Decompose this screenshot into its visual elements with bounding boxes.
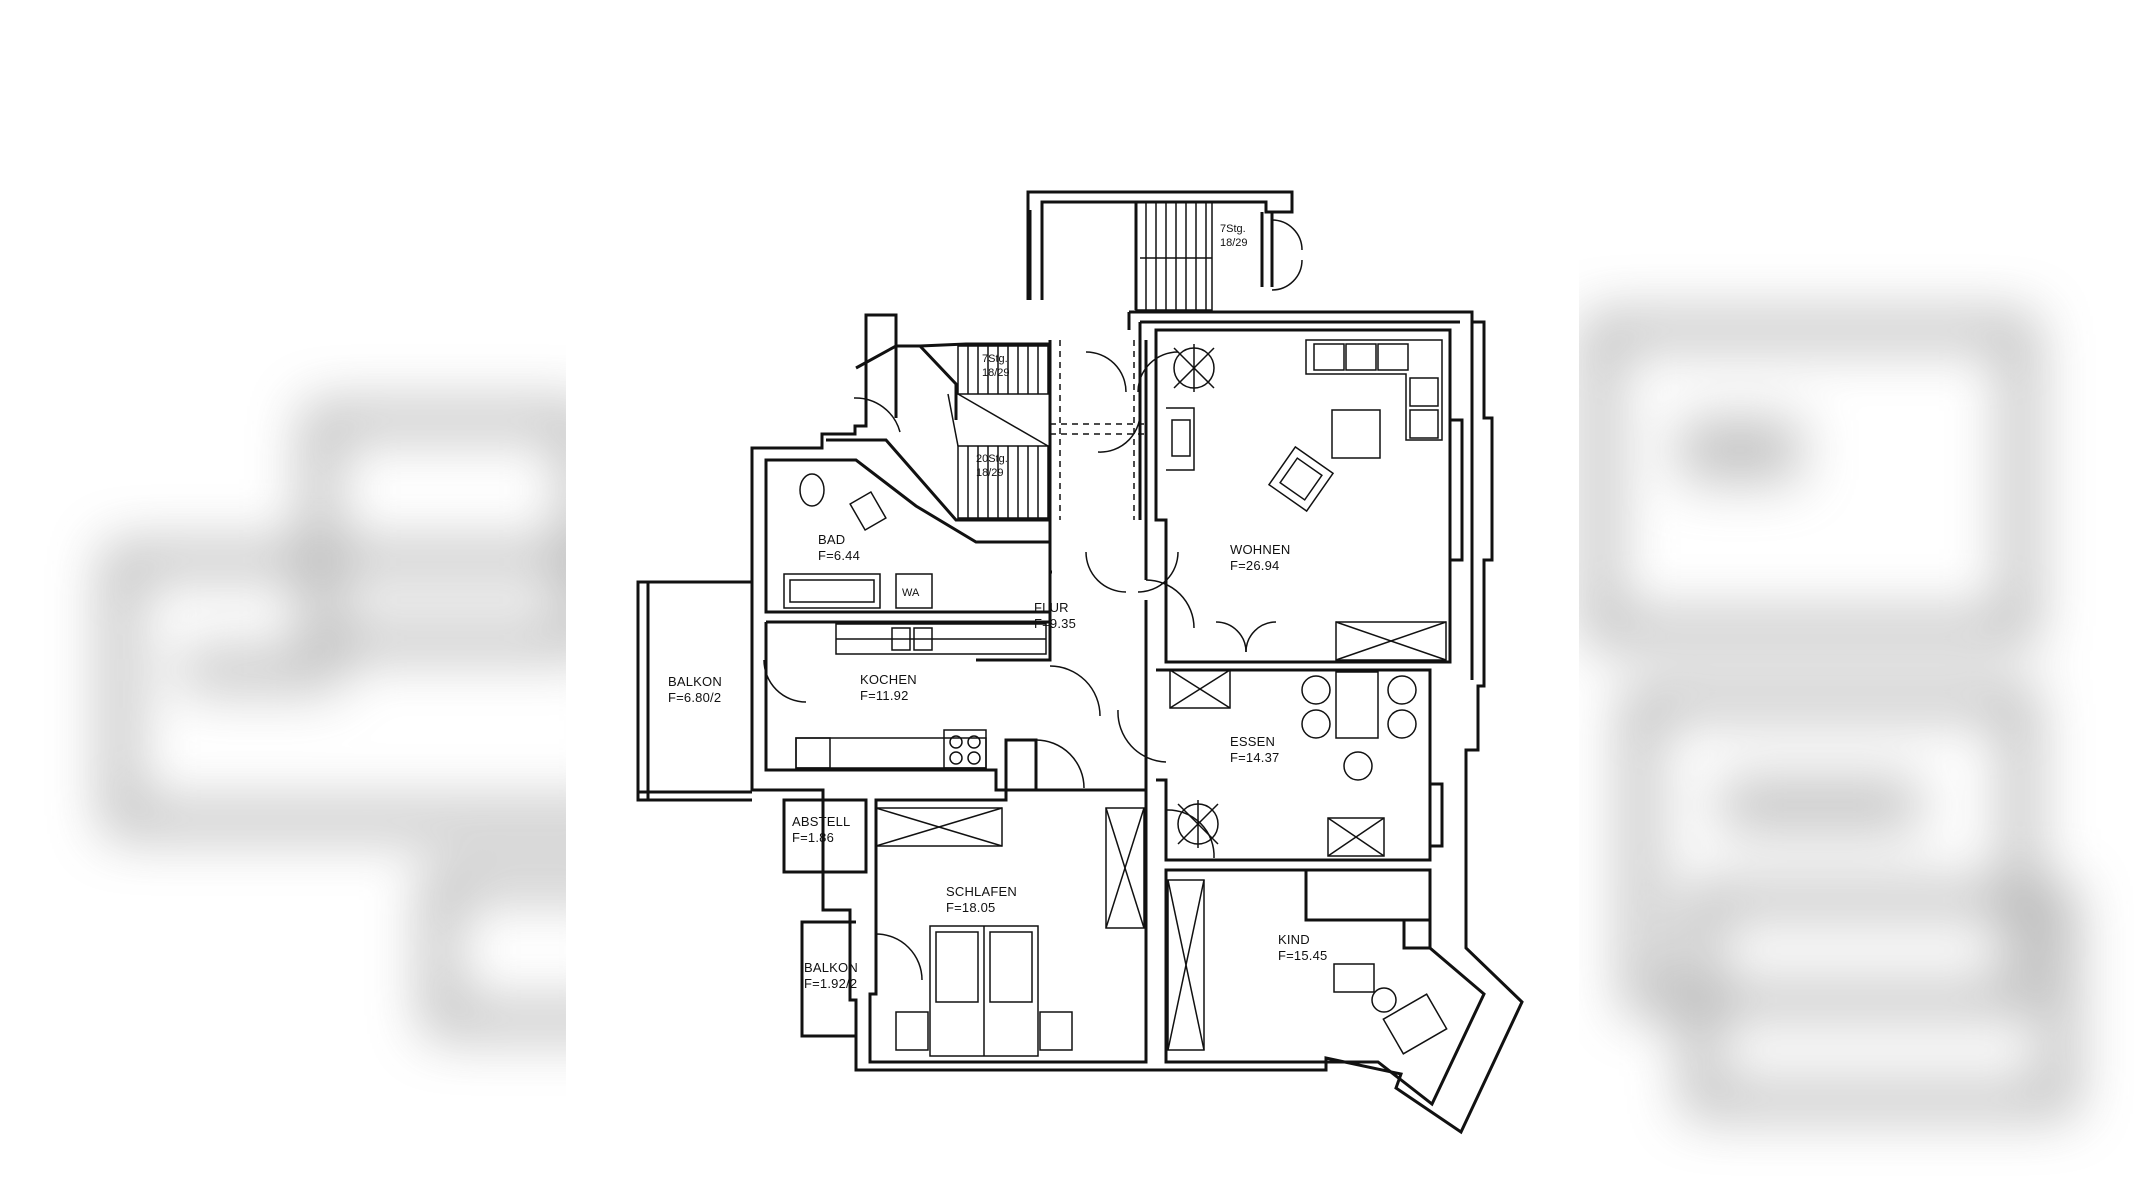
stair-labels: 7Stg. 18/29 7Stg. 18/29 20Stg. 18/29 WA: [902, 223, 1248, 599]
bathroom-fixtures: [783, 473, 933, 609]
room-name-balkon-small: BALKON: [804, 960, 858, 975]
room-name-essen: ESSEN: [1230, 734, 1275, 749]
stair-left-lower-steps: 20Stg.: [976, 453, 1008, 465]
armchair: [1267, 445, 1335, 513]
room-area-schlafen: F=18.05: [946, 900, 995, 915]
dining-set: [1301, 671, 1417, 781]
room-area-flur: F=9.35: [1034, 616, 1076, 631]
room-name-schlafen: SCHLAFEN: [946, 884, 1017, 899]
stair-run-top: [1135, 201, 1213, 311]
stair-run-left: [947, 345, 1049, 519]
room-wohnen-walls: [1154, 328, 1464, 664]
room-name-wohnen: WOHNEN: [1230, 542, 1290, 557]
double-bed: [895, 925, 1073, 1057]
room-name-flur: FLUR: [1034, 600, 1069, 615]
door-swings: [763, 351, 1277, 981]
drawing-sheet: [566, 0, 1579, 1200]
balcony-small: [800, 920, 856, 1038]
stair-top-ratio: 18/29: [1220, 237, 1248, 249]
stair-left-upper-ratio: 18/29: [982, 367, 1010, 379]
stair-hall-left: [826, 342, 1050, 522]
room-area-essen: F=14.37: [1230, 750, 1279, 765]
floor-plan-drawing: WOHNEN F=26.94 ESSEN F=14.37 KIND F=15.4…: [636, 190, 1524, 1135]
room-name-kochen: KOCHEN: [860, 672, 917, 687]
room-area-kochen: F=11.92: [860, 688, 909, 703]
room-essen-walls: [1156, 668, 1444, 862]
stair-top-steps: 7Stg.: [1220, 223, 1246, 235]
room-area-kind: F=15.45: [1278, 948, 1327, 963]
dashed-openings: [1050, 340, 1146, 520]
entrance-tower: [1026, 190, 1294, 310]
room-kochen-walls: [764, 620, 1052, 792]
room-schlafen-walls: [868, 738, 1148, 1064]
room-name-kind: KIND: [1278, 932, 1310, 947]
corridor-flur-walls: [1048, 340, 1148, 792]
balcony-large: [636, 580, 752, 802]
room-area-abstell: F=1.86: [792, 830, 834, 845]
kitchen-counters: [795, 623, 1047, 769]
washbasin-label: WA: [902, 587, 920, 599]
fireplace: [1166, 407, 1195, 471]
stair-left-upper-steps: 7Stg.: [982, 353, 1008, 365]
room-area-bad: F=6.44: [818, 548, 860, 563]
room-labels: WOHNEN F=26.94 ESSEN F=14.37 KIND F=15.4…: [668, 532, 1327, 991]
cabinets: [875, 621, 1447, 1051]
room-bad-walls: [752, 446, 1052, 614]
room-kind-walls: [1164, 868, 1486, 1107]
kind-furniture: [1333, 963, 1448, 1055]
room-area-wohnen: F=26.94: [1230, 558, 1279, 573]
plant-symbols: [1173, 344, 1219, 848]
entrance-doors: [1271, 219, 1303, 291]
room-name-abstell: ABSTELL: [792, 814, 851, 829]
room-area-balkon-large: F=6.80/2: [668, 690, 721, 705]
sofa-corner: [1305, 339, 1443, 459]
room-name-bad: BAD: [818, 532, 845, 547]
room-area-balkon-small: F=1.92/2: [804, 976, 857, 991]
room-name-balkon-large: BALKON: [668, 674, 722, 689]
stair-left-lower-ratio: 18/29: [976, 467, 1004, 479]
room-abstell-walls: [782, 798, 868, 874]
